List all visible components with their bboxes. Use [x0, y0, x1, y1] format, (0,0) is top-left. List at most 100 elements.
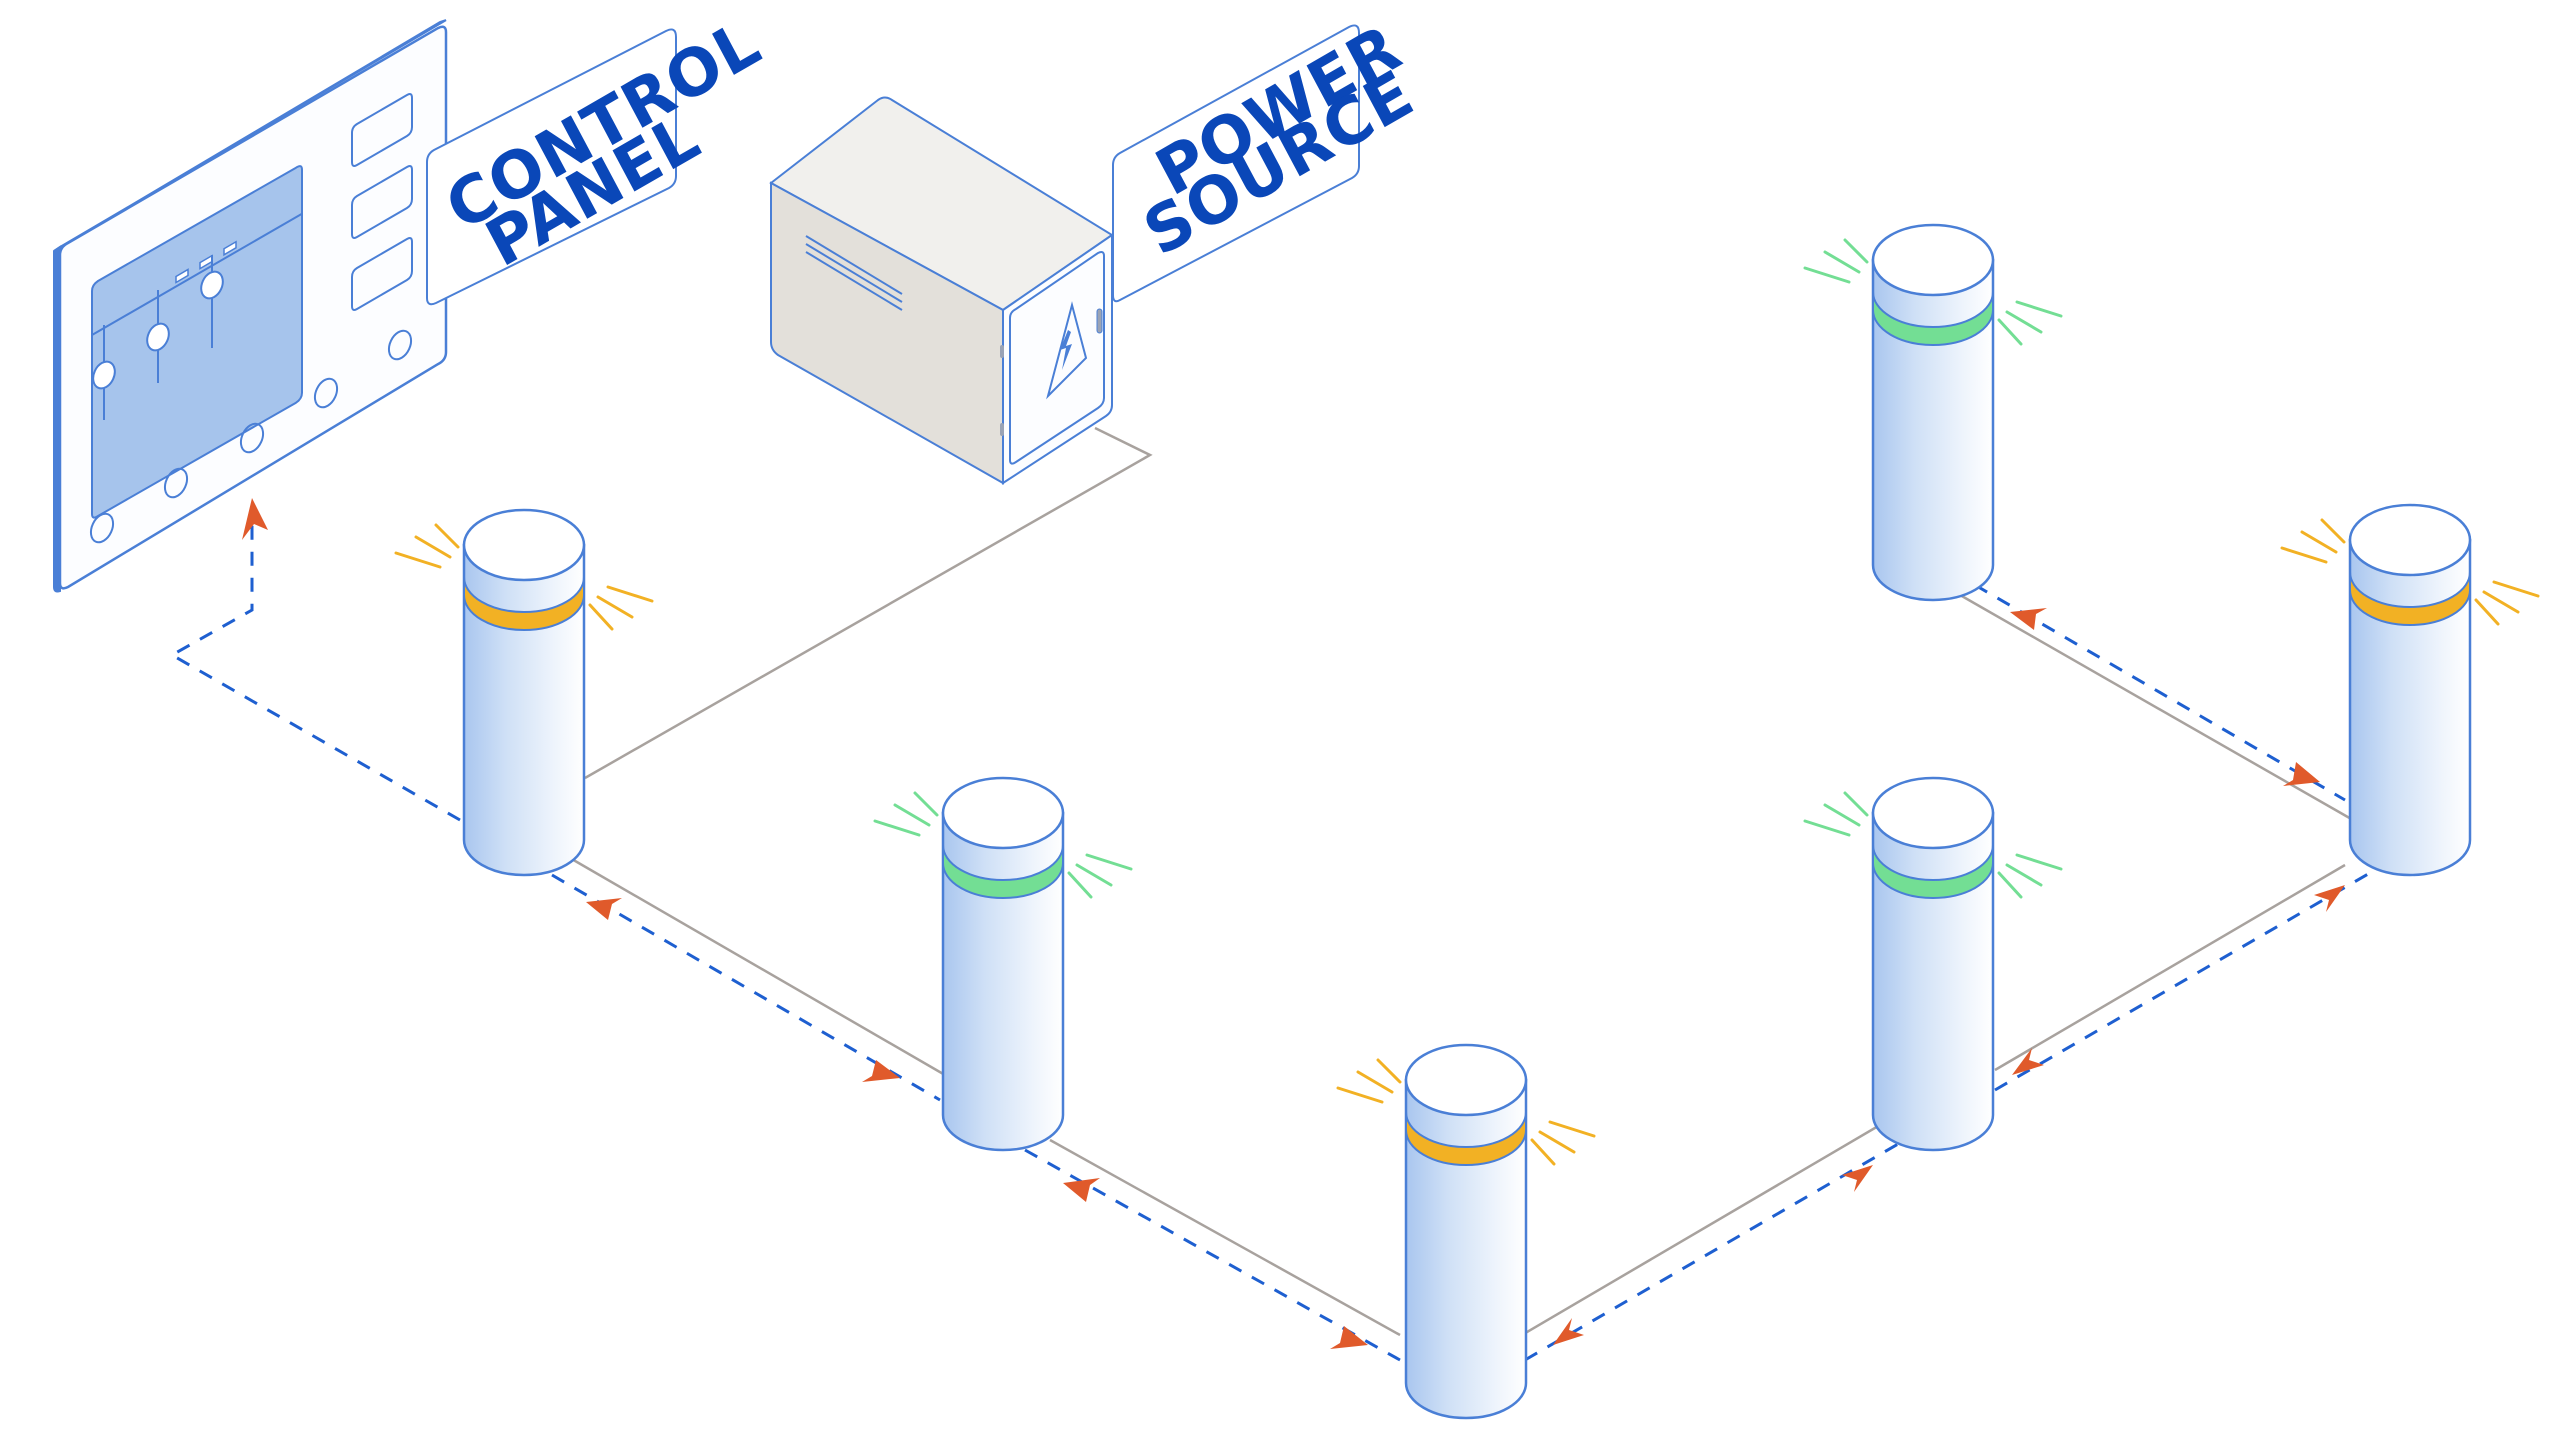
- side-button-3[interactable]: [351, 237, 413, 311]
- cable-b2-b3: [1049, 1138, 1401, 1337]
- glow-ray: [873, 819, 921, 837]
- signal-b1-b2: [551, 873, 941, 1102]
- cable-b4-b5: [1994, 863, 2346, 1072]
- bollard-5[interactable]: [2280, 503, 2540, 877]
- control-panel-screen[interactable]: [91, 165, 303, 519]
- glow-ray: [1843, 791, 1869, 817]
- glow-ray: [1356, 1070, 1394, 1094]
- glow-ray: [1085, 853, 1133, 871]
- window-button-1[interactable]: [175, 268, 189, 284]
- status-glow-rays: [1803, 238, 2063, 346]
- arrow-b5-to-b4: [2012, 1048, 2044, 1075]
- bollard-top-cap: [2348, 503, 2472, 577]
- bollard-body: [462, 543, 586, 877]
- status-light-band: [1872, 291, 1994, 346]
- high-voltage-warning-icon: [1046, 301, 1088, 400]
- bollard-top-cap: [1871, 223, 1995, 297]
- slider-knob-3[interactable]: [197, 268, 227, 302]
- slider-knob-1[interactable]: [89, 358, 119, 392]
- signal-b6-b5: [1974, 583, 2346, 802]
- bollard-2[interactable]: [873, 776, 1133, 1152]
- arrow-b6-to-b5: [2283, 762, 2320, 786]
- round-button-2[interactable]: [161, 465, 192, 501]
- arrow-b1-to-b2: [862, 1060, 900, 1082]
- power-source-label-card: POWER SOURCE: [1112, 11, 1426, 303]
- signal-b2-b3: [1024, 1148, 1401, 1362]
- side-button-2[interactable]: [351, 165, 413, 239]
- glow-ray: [1843, 238, 1869, 264]
- status-glow-rays: [394, 523, 654, 631]
- glow-ray: [1548, 1120, 1596, 1138]
- signal-b1-to-panel: [168, 505, 461, 822]
- glow-ray: [1530, 1138, 1556, 1166]
- bollard-top-cap: [462, 508, 586, 582]
- glow-ray: [893, 803, 931, 827]
- cable-b3-b4: [1521, 1123, 1881, 1337]
- screen-header-divider: [91, 212, 303, 336]
- glow-ray: [2005, 310, 2043, 334]
- power-cables: [569, 426, 2354, 1337]
- glow-ray: [1376, 1058, 1402, 1084]
- bollard-6[interactable]: [1803, 223, 2063, 602]
- status-light-band: [1872, 844, 1994, 899]
- glow-ray: [1538, 1130, 1576, 1154]
- bollard-1[interactable]: [394, 508, 654, 877]
- bollard-body: [2348, 538, 2472, 877]
- glow-ray: [2320, 518, 2346, 544]
- arrow-b2-to-b3: [1330, 1326, 1368, 1349]
- glow-ray: [596, 595, 634, 619]
- power-box-door[interactable]: [1009, 251, 1105, 465]
- bollard-top-cap: [1871, 776, 1995, 850]
- status-light-band: [1405, 1111, 1527, 1166]
- slider-knob-2[interactable]: [143, 320, 173, 354]
- glow-ray: [2005, 863, 2043, 887]
- round-button-5[interactable]: [385, 327, 416, 363]
- control-panel: [53, 19, 448, 593]
- bollard-body: [1404, 1078, 1528, 1420]
- control-panel-side-edge: [53, 245, 61, 593]
- glow-ray: [1823, 803, 1861, 827]
- glow-ray: [2015, 300, 2063, 318]
- window-button-3[interactable]: [223, 240, 237, 257]
- arrow-b4-to-b5: [2314, 885, 2345, 912]
- glow-ray: [2300, 530, 2338, 554]
- glow-ray: [606, 585, 654, 603]
- glow-ray: [1067, 871, 1093, 899]
- round-button-3[interactable]: [237, 420, 268, 456]
- glow-ray: [1803, 819, 1851, 837]
- round-button-4[interactable]: [311, 375, 342, 411]
- arrow-b5-to-b6: [2010, 608, 2047, 630]
- round-button-1[interactable]: [87, 510, 118, 546]
- arrow-b3-to-b2: [1063, 1178, 1100, 1202]
- glow-ray: [2474, 598, 2500, 626]
- bollard-body: [941, 811, 1065, 1152]
- glow-ray: [2015, 853, 2063, 871]
- control-panel-label-card: CONTROL PANEL: [426, 6, 773, 306]
- signal-b4-b5: [1994, 868, 2376, 1092]
- bollard-top-cap: [1404, 1043, 1528, 1117]
- status-glow-rays: [1336, 1058, 1596, 1166]
- bollard-3[interactable]: [1336, 1043, 1596, 1420]
- glow-ray: [394, 551, 442, 569]
- glow-ray: [434, 523, 460, 549]
- status-glow-rays: [1803, 791, 2063, 899]
- door-handle[interactable]: [1096, 308, 1103, 334]
- bollard-top-cap: [941, 776, 1065, 850]
- vent-line-3: [805, 251, 903, 311]
- status-glow-rays: [2280, 518, 2540, 626]
- power-source-label-bg: [1112, 24, 1360, 303]
- glow-ray: [1997, 871, 2023, 899]
- signal-b3-b4: [1524, 1138, 1906, 1362]
- arrow-b4-to-b3: [1553, 1318, 1584, 1345]
- glow-ray: [1823, 250, 1861, 274]
- glow-ray: [1075, 863, 1113, 887]
- side-button-1[interactable]: [351, 93, 413, 167]
- glow-ray: [2482, 590, 2520, 614]
- arrow-b2-to-b1: [586, 898, 622, 920]
- bollard-4[interactable]: [1803, 776, 2063, 1152]
- glow-ray: [913, 791, 939, 817]
- signal-arrows: [242, 498, 2345, 1349]
- arrow-up-to-panel: [242, 498, 268, 540]
- door-hinge-top: [1000, 345, 1004, 358]
